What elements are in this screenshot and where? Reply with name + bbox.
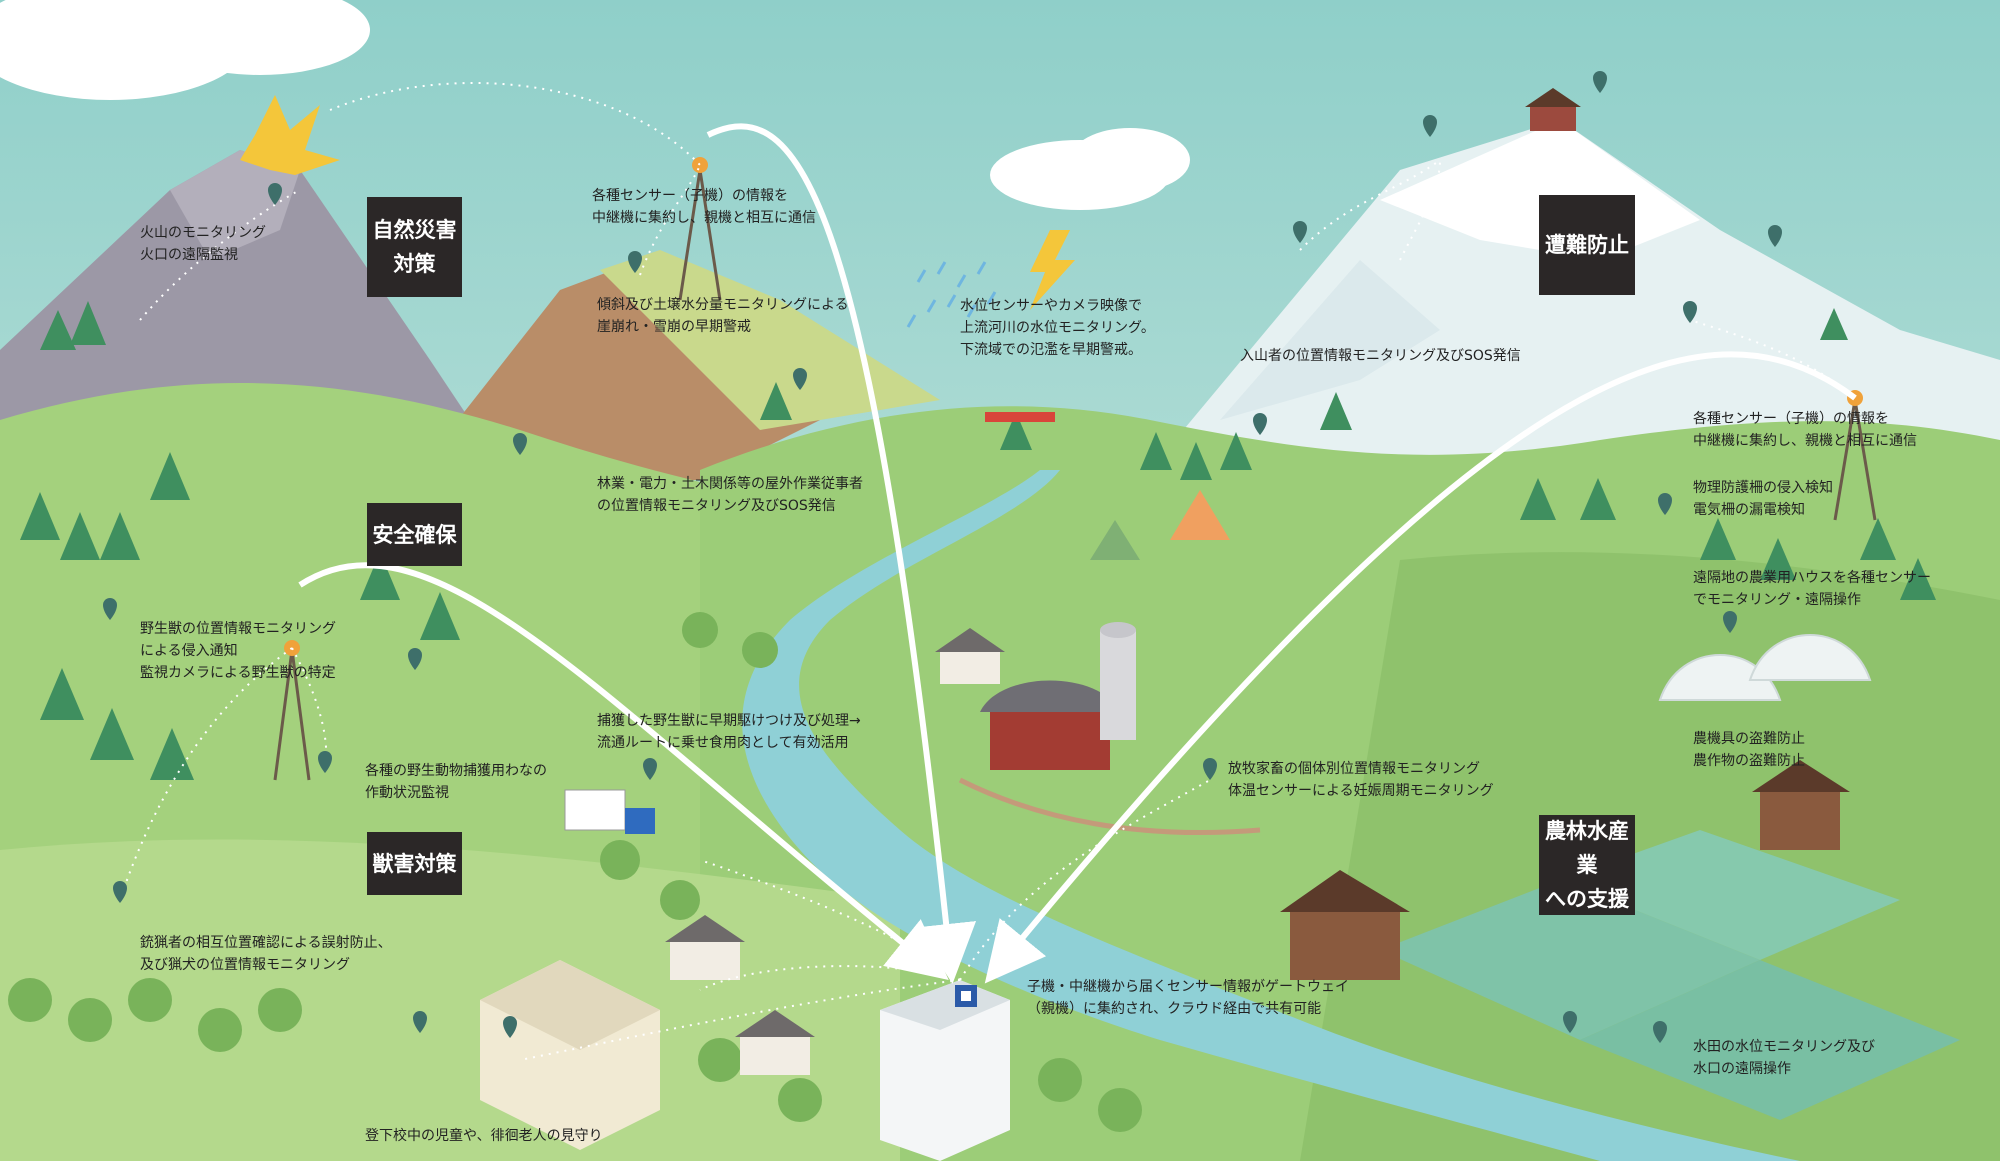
field-front [0, 839, 900, 1161]
note-river: 水位センサーやカメラ映像で 上流河川の水位モニタリング。 下流域での氾濫を早期警… [960, 298, 1155, 358]
volcano [0, 95, 470, 460]
location-pins [103, 71, 1782, 1043]
note-slope: 傾斜及び土壌水分量モニタリングによる 崖崩れ・雪崩の早期警戒 [597, 297, 849, 335]
note-relay-left: 各種センサー（子機）の情報を 中継機に集約し、親機と相互に通信 [592, 188, 816, 226]
tent [1090, 490, 1230, 560]
note-relay-right: 各種センサー（子機）の情報を 中継機に集約し、親機と相互に通信 [1693, 411, 1917, 449]
greenhouse [1658, 634, 1872, 701]
paddy-fields [1380, 830, 1960, 1120]
rock-mountain [450, 250, 940, 480]
note-livestock: 放牧家畜の個体別位置情報モニタリング 体温センサーによる妊娠周期モニタリング [1228, 761, 1494, 799]
note-gateway: 子機・中継機から届くセンサー情報がゲートウェイ （親機）に集約され、クラウド経由… [1027, 979, 1349, 1017]
forest [20, 301, 1936, 780]
note-fence: 物理防護柵の侵入検知 電気柵の漏電検知 [1693, 480, 1833, 518]
barn [980, 622, 1136, 770]
note-hunter: 銃猟者の相互位置確認による誤射防止、 及び猟犬の位置情報モニタリング [140, 935, 392, 973]
cabin [1280, 760, 1850, 980]
note-workers: 林業・電力・土木関係等の屋外作業従事者 の位置情報モニタリング及びSOS発信 [597, 476, 863, 514]
note-paddy: 水田の水位モニタリング及び 水口の遠隔操作 [1693, 1039, 1875, 1077]
category-disaster-label: 自然災害 対策 [367, 197, 462, 297]
bridge [985, 412, 1055, 422]
relay-tower-left [678, 157, 722, 301]
river [742, 470, 1800, 1161]
category-safety-label: 安全確保 [367, 503, 462, 566]
category-wildlife-label: 獣害対策 [367, 832, 462, 895]
note-trap: 各種の野生動物捕獲用わなの 作動状況監視 [365, 763, 547, 801]
note-climbers: 入山者の位置情報モニタリング及びSOS発信 [1240, 348, 1521, 364]
houses [665, 628, 1005, 1075]
note-school: 登下校中の児童や、徘徊老人の見守り [365, 1128, 603, 1144]
note-meat: 捕獲した野生獣に早期駆けつけ及び処理→ 流通ルートに乗せ食用肉として有効活用 [597, 713, 861, 751]
school-building [480, 960, 660, 1150]
rain-icon [906, 261, 997, 328]
lightning-icon [1030, 230, 1075, 310]
note-wild-animal: 野生獣の位置情報モニタリング による侵入通知 監視カメラによる野生獣の特定 [140, 621, 336, 681]
clouds [0, 0, 1190, 210]
ranch-fence [958, 777, 1261, 836]
uplink-arrows [298, 123, 1857, 984]
round-trees [8, 612, 1142, 1132]
category-agri-label: 農林水産業 への支援 [1539, 815, 1635, 915]
note-theft: 農機具の盗難防止 農作物の盗難防止 [1693, 731, 1805, 769]
note-volcano: 火山のモニタリング 火口の遠隔監視 [140, 225, 266, 263]
note-greenhouse: 遠隔地の農業用ハウスを各種センサー でモニタリング・遠隔操作 [1693, 570, 1931, 608]
truck [564, 789, 655, 834]
ski-lodge [1525, 88, 1581, 131]
gateway-building [880, 980, 1010, 1161]
category-mountain-label: 遭難防止 [1539, 195, 1635, 295]
